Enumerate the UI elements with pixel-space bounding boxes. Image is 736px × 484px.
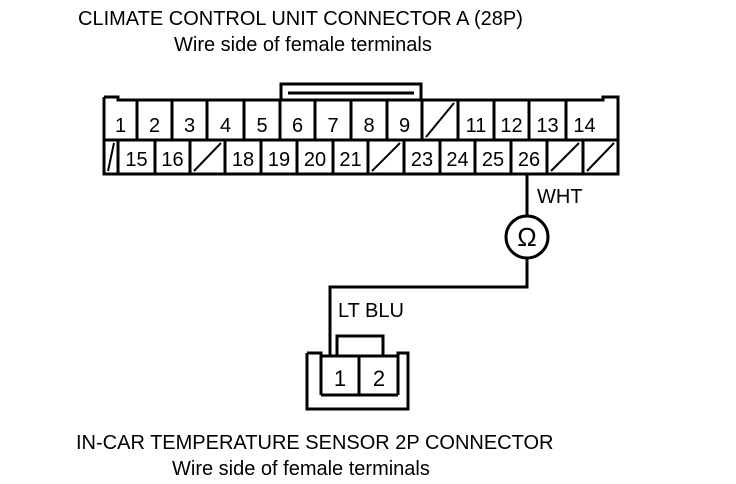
sensor-pin-1: 1 [334,366,346,391]
sensor-connector-lock-tab [335,334,385,356]
terminal-16: 16 [161,149,183,171]
terminal-9: 9 [399,115,410,137]
connector-a-title: CLIMATE CONTROL UNIT CONNECTOR A (28P) [78,8,523,30]
terminal-14: 14 [573,115,595,137]
connector-a-subtitle: Wire side of female terminals [174,34,432,56]
lt-blu-wire [328,258,529,356]
wht-wire-label: WHT [537,186,583,208]
terminal-2: 2 [149,115,160,137]
terminal-4: 4 [220,115,231,137]
terminal-25: 25 [482,149,504,171]
sensor-subtitle: Wire side of female terminals [172,458,430,480]
terminal-20: 20 [304,149,326,171]
sensor-title: IN-CAR TEMPERATURE SENSOR 2P CONNECTOR [76,432,554,454]
connector-a-outline [102,95,620,176]
terminal-13: 13 [536,115,558,137]
terminal-3: 3 [184,115,195,137]
terminal-12: 12 [500,115,522,137]
terminal-21: 21 [339,149,361,171]
unused-cavity-slash [107,142,115,172]
terminal-26: 26 [518,149,540,171]
terminal-11: 11 [466,115,487,137]
unused-cavity-slash [371,142,401,172]
terminal-24: 24 [446,149,468,171]
terminal-15: 15 [125,149,147,171]
terminal-18: 18 [232,149,254,171]
terminal-19: 19 [268,149,290,171]
unused-cavity-slash [586,142,615,172]
lt-blu-wire-label: LT BLU [338,300,404,322]
unused-cavity-slash [550,142,580,172]
terminal-8: 8 [363,115,374,137]
ohm-icon: Ω [517,222,536,252]
terminal-7: 7 [327,115,338,137]
wiring [328,174,550,356]
connector-a-bottom-row: 15 16 18 19 20 21 23 24 25 26 [107,140,615,174]
unused-cavity-slash [193,142,222,172]
connector-a-lock-tab [279,82,423,100]
sensor-connector [305,334,410,411]
terminal-5: 5 [256,115,267,137]
terminal-1: 1 [115,115,126,137]
sensor-pin-2: 2 [373,366,385,391]
unused-cavity-slash [425,102,455,138]
sensor-connector-outline [305,351,410,411]
terminal-6: 6 [292,115,303,137]
terminal-23: 23 [411,149,433,171]
